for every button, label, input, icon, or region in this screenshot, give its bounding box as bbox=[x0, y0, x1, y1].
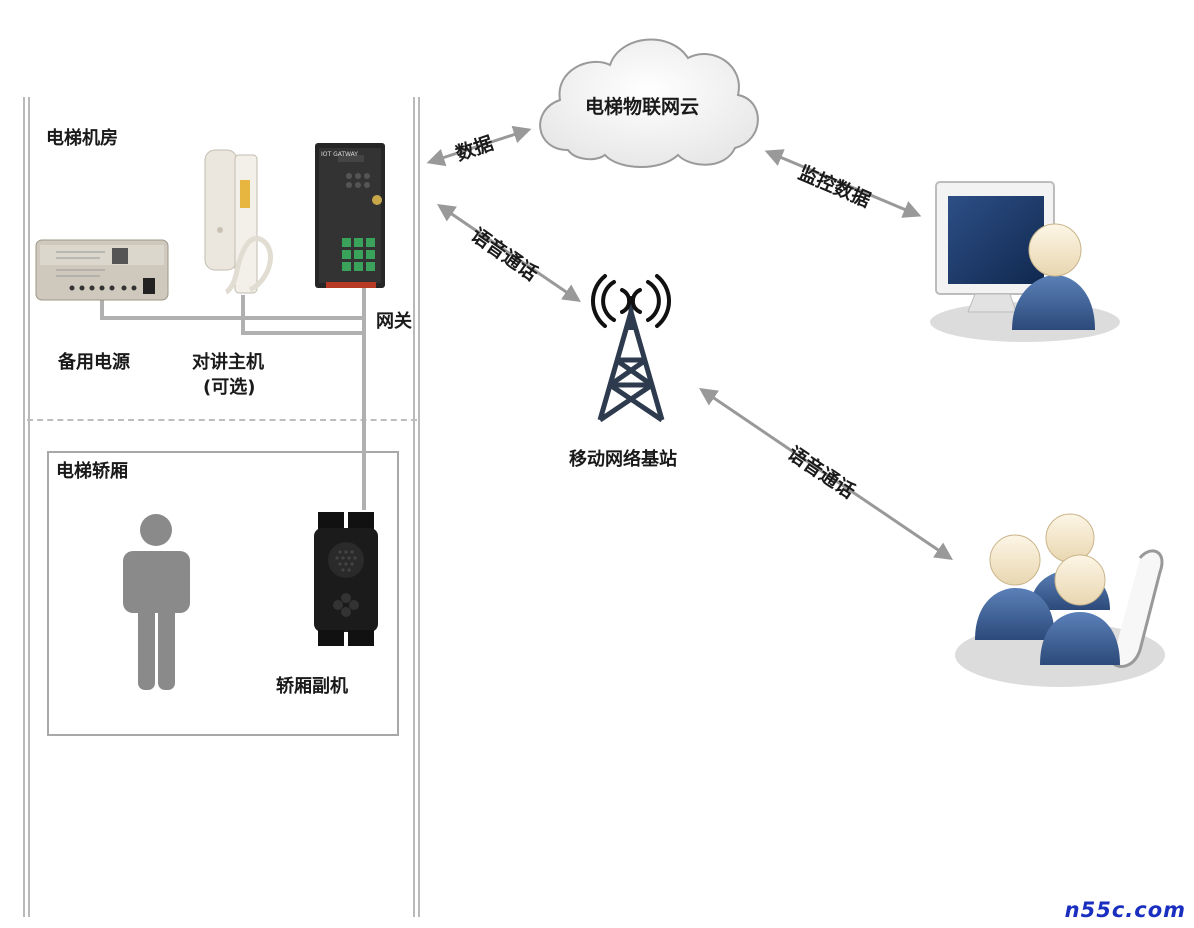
signal-waves bbox=[591, 274, 671, 328]
wiring bbox=[100, 288, 366, 510]
machine-room-title: 电梯机房 bbox=[46, 128, 118, 149]
link-arrows bbox=[426, 125, 953, 561]
cloud-label: 电梯物联网云 bbox=[585, 96, 700, 118]
base-station-label: 移动网络基站 bbox=[569, 449, 677, 470]
shaft-right-wall-inner bbox=[418, 97, 420, 917]
gateway-label: 网关 bbox=[376, 311, 412, 332]
car-sub-unit-device bbox=[314, 512, 378, 646]
iot-cloud-shape bbox=[539, 38, 759, 168]
shaft-left-wall-outer bbox=[23, 97, 25, 917]
gateway-badge: IOT GATWAY bbox=[321, 151, 358, 158]
passenger-figure bbox=[123, 514, 190, 690]
floor-divider bbox=[27, 419, 417, 421]
monitoring-station bbox=[930, 181, 1120, 342]
elevator-car-frame bbox=[47, 451, 399, 736]
backup-power-device bbox=[35, 239, 169, 301]
backup-power-label: 备用电源 bbox=[58, 352, 130, 373]
shaft-left-wall-inner bbox=[28, 97, 30, 917]
gateway-device bbox=[315, 143, 385, 288]
shaft-right-wall-outer bbox=[413, 97, 415, 917]
watermark: n55c.com bbox=[1064, 898, 1186, 922]
intercom-host-label: 对讲主机 bbox=[192, 352, 264, 373]
base-station-tower bbox=[597, 300, 665, 423]
car-sub-unit-label: 轿厢副机 bbox=[276, 676, 348, 697]
intercom-optional-label: (可选) bbox=[203, 377, 256, 398]
elevator-car-title: 电梯轿厢 bbox=[56, 461, 128, 482]
call-center-group bbox=[955, 513, 1165, 687]
intercom-handset-device bbox=[204, 149, 273, 295]
